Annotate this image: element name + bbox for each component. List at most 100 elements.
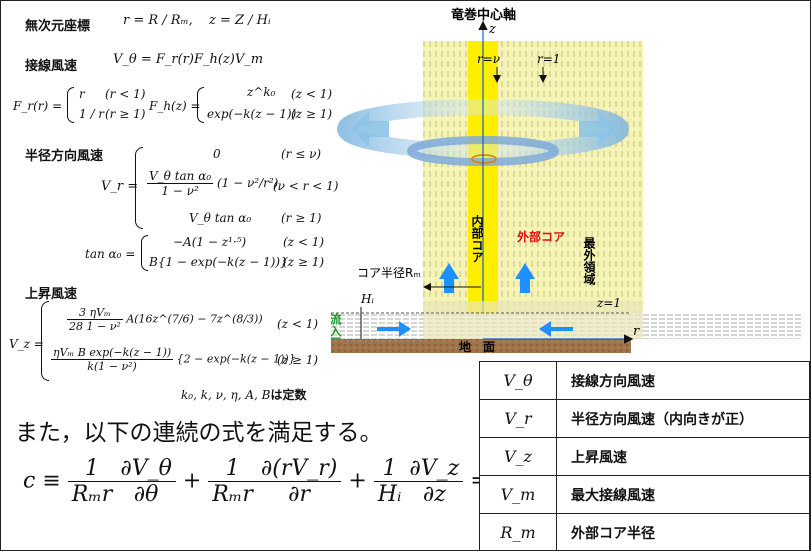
brace-fr <box>67 87 74 123</box>
cont-plus-1: + <box>182 468 202 494</box>
vr-paren: (1 − ν²/r²) <box>216 176 279 190</box>
vr-num: V_θ tan α₀ <box>147 169 214 184</box>
cont-t1-den: Rₘr <box>71 482 113 507</box>
cont-lhs: c ≡ <box>23 468 61 494</box>
inflow-core-zone <box>423 301 643 339</box>
label-tangential-wind: 接線風速 <box>25 59 78 74</box>
legend-symbol: V_θ <box>479 361 557 400</box>
eq-vr-lhs: V_r = <box>101 179 139 194</box>
hi-label: Hᵢ <box>360 292 374 306</box>
legend-symbol: R_m <box>479 513 557 550</box>
z-axis-label: z <box>488 22 496 37</box>
constants-list: k₀, k, ν, η, A, B <box>181 388 271 402</box>
z-one-label: z=1 <box>596 296 621 310</box>
eq-vz-lhs: V_z = <box>9 337 44 351</box>
legend-description: 接線方向風速 <box>556 361 810 400</box>
updraft-arrow-right <box>515 263 535 293</box>
brace-vr <box>135 147 143 229</box>
vz-body1: A(16z^(7/6) − 7z^(8/3)) <box>126 312 263 326</box>
core-radius-label: コア半径Rₘ <box>357 266 421 280</box>
eq-fr-case2: 1 / r <box>79 107 105 121</box>
tornado-diagram: z 竜巻中心軸 r=ν r=1 内部コア 外部コア 最外領域 コア半径Rₘ 流入… <box>331 7 801 354</box>
swirl-arrow-right <box>579 111 617 147</box>
eq-vr-case1: 0 <box>213 147 221 161</box>
eq-fh-cond1: (z < 1) <box>291 87 333 101</box>
eq-tan-cond1: (z < 1) <box>283 235 325 249</box>
legend-symbol: V_m <box>479 475 557 514</box>
ground-label: 地 面 <box>459 339 495 354</box>
eq-vz-cond1: (z < 1) <box>277 317 319 331</box>
vr-den: 1 − ν² <box>161 184 199 198</box>
cont-t2-dnum: ∂(rV_r) <box>256 456 342 482</box>
outermost-label: 最外領域 <box>582 237 596 286</box>
eq-vr-case3: V_θ tan α₀ <box>189 211 252 225</box>
inflow-arrow-left <box>377 321 411 337</box>
inflow-arrow-right <box>539 321 573 337</box>
eq-tan-case1: −A(1 − z¹·⁵) <box>173 235 247 249</box>
vz-den2: k(1 − ν²) <box>87 360 137 373</box>
eq-vr-cond2: (ν < r < 1) <box>273 179 339 193</box>
eq-fr-cond2: (r ≥ 1) <box>105 107 146 121</box>
updraft-arrow-left <box>439 263 459 293</box>
eq-tan-lhs: tan α₀ = <box>85 247 136 261</box>
outer-core-label: 外部コア <box>517 229 565 244</box>
brace-tan <box>141 235 148 271</box>
legend-description: 上昇風速 <box>556 437 810 476</box>
eq-tan-case2: B{1 − exp(−k(z − 1))} <box>149 255 288 269</box>
ground-band <box>331 339 631 353</box>
eq-vr-cond3: (r ≥ 1) <box>281 211 322 225</box>
brace-vz <box>41 301 49 381</box>
vz-body2: {2 − exp(−k(z − 1))} <box>176 352 296 366</box>
cont-t2-dden: ∂r <box>288 482 311 507</box>
eq-fr-cond1: (r < 1) <box>105 87 146 101</box>
eq-fr-case1: r <box>79 87 85 101</box>
label-dimless-coords: 無次元座標 <box>25 19 91 34</box>
swirl-arrow-left <box>351 111 389 147</box>
cont-t3-num: 1 <box>373 456 406 482</box>
label-radial-wind: 半径方向風速 <box>25 149 104 164</box>
eq-fh-cond2: (z ≥ 1) <box>291 107 333 121</box>
cont-t2-den: Rₘr <box>212 482 253 507</box>
legend-description: 外部コア半径 <box>556 513 810 550</box>
inner-core-label: 内部コア <box>470 214 484 263</box>
eq-vz-cond2: (z ≥ 1) <box>277 353 319 367</box>
cont-t1-dden: ∂θ <box>133 482 159 507</box>
continuity-sentence: また，以下の連続の式を満足する。 <box>15 420 383 446</box>
cont-t3-dnum: ∂V_z <box>405 456 464 482</box>
legend-description: 最大接線風速 <box>556 475 810 514</box>
eq-z-def: z = Z / Hᵢ <box>209 13 271 28</box>
cont-t3-dden: ∂z <box>422 482 446 507</box>
legend-description: 半径方向風速（内向きが正） <box>556 399 810 438</box>
r-axis-label: r <box>633 324 640 339</box>
eq-fh-lhs: F_h(z) = <box>149 99 201 113</box>
eq-fr-lhs: F_r(r) = <box>13 99 63 113</box>
label-updraft-wind: 上昇風速 <box>25 287 78 302</box>
eq-r-def: r = R / Rₘ, <box>123 13 193 28</box>
constants-suffix: は定数 <box>270 388 307 402</box>
label-r-nu: r=ν <box>477 52 500 66</box>
legend-symbol: V_r <box>479 399 557 438</box>
label-r-one: r=1 <box>537 52 560 66</box>
eq-vr-cond1: (r ≤ ν) <box>281 147 322 161</box>
cont-t2-num: 1 <box>208 456 257 482</box>
brace-fh <box>197 87 204 123</box>
vz-coef: 3 ηVₘ <box>67 306 123 320</box>
eq-vz-case2: ηVₘ B exp(−k(z − 1))k(1 − ν²) {2 − exp(−… <box>51 346 296 373</box>
inflow-layer-label: 流入層 <box>331 312 342 350</box>
outer-core-band <box>423 41 643 313</box>
cont-plus-2: + <box>348 468 367 494</box>
eq-fh-case1: z^k₀ <box>247 85 276 99</box>
constants-note: k₀, k, ν, η, A, Bは定数 <box>181 386 306 403</box>
eq-tan-cond2: (z ≥ 1) <box>283 255 325 269</box>
vz-num2: ηVₘ B exp(−k(z − 1)) <box>51 346 174 360</box>
